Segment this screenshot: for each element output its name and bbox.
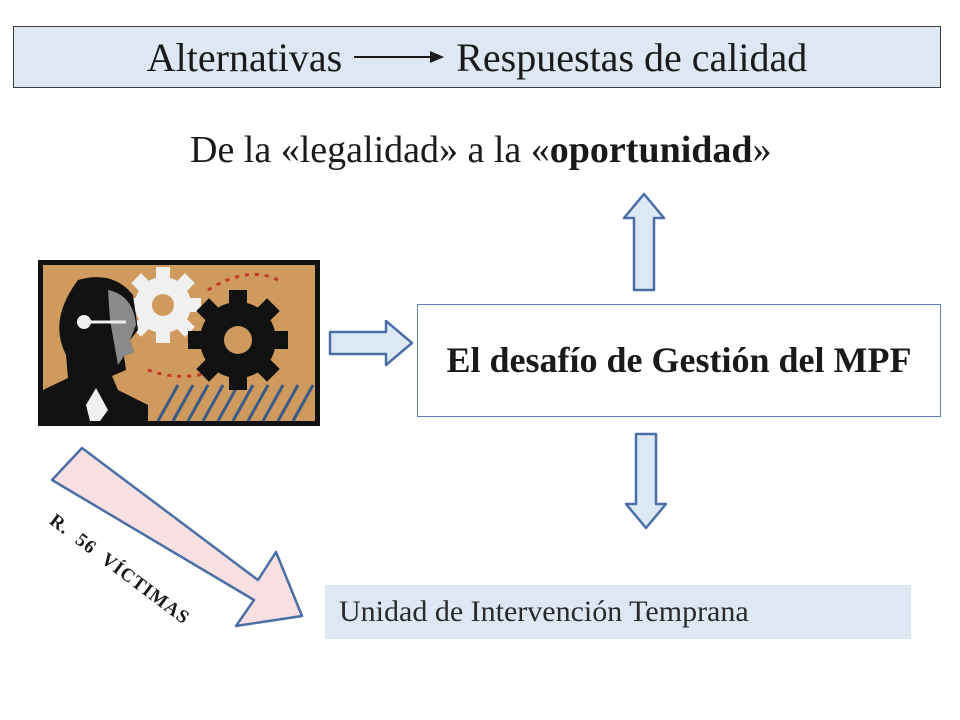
diagonal-block-arrow-icon bbox=[50, 446, 304, 628]
person-gears-icon bbox=[38, 260, 320, 426]
subtitle-part2: » bbox=[752, 129, 772, 171]
right-block-arrow-icon bbox=[328, 319, 414, 367]
up-arrow-icon bbox=[622, 192, 666, 292]
down-arrow-icon bbox=[624, 432, 668, 530]
subtitle-part1: De la «legalidad» a la « bbox=[190, 129, 550, 171]
right-arrow-icon bbox=[354, 51, 445, 63]
subtitle-line: De la «legalidad» a la «oportunidad» bbox=[190, 128, 930, 172]
header-left-word: Alternativas bbox=[146, 34, 343, 80]
header-banner: Alternativas Respuestas de calidad bbox=[13, 26, 941, 88]
subtitle-emphasis: oportunidad bbox=[549, 129, 753, 171]
management-challenge-box: El desafío de Gestión del MPF bbox=[417, 304, 941, 417]
early-intervention-unit-box: Unidad de Intervención Temprana bbox=[325, 585, 911, 639]
header-right-phrase: Respuestas de calidad bbox=[456, 34, 808, 80]
